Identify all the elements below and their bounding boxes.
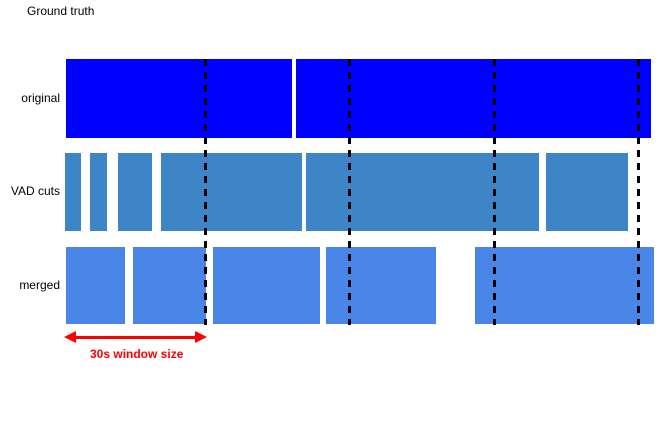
segment-bar-original [66,59,292,138]
segment-bar-merged [66,247,125,324]
segment-bar-merged [475,247,654,324]
segment-bar-merged [326,247,436,324]
window-boundary-line [493,59,496,325]
row-label-original: original [21,90,60,105]
window-boundary-line [348,59,351,325]
segment-bar-merged [213,247,320,324]
segment-bar-vad-cuts [118,153,152,231]
segment-bar-vad-cuts [90,153,107,231]
segment-bar-vad-cuts [546,153,628,231]
window-boundary-line [637,59,640,325]
segment-bar-original [296,59,651,138]
segment-bar-vad-cuts [65,153,81,231]
window-boundary-line [204,59,207,325]
arrow-left-head-icon [64,331,76,343]
segment-bar-vad-cuts [306,153,539,231]
row-label-vad-cuts: VAD cuts [10,184,60,198]
figure-title: Ground truth [27,4,95,18]
segment-bar-vad-cuts [161,153,302,231]
arrow-right-head-icon [195,331,207,343]
window-size-label: 30s window size [90,347,184,361]
window-size-arrow [72,336,199,339]
segment-bar-merged [133,247,206,324]
row-label-merged: merged [19,277,60,292]
